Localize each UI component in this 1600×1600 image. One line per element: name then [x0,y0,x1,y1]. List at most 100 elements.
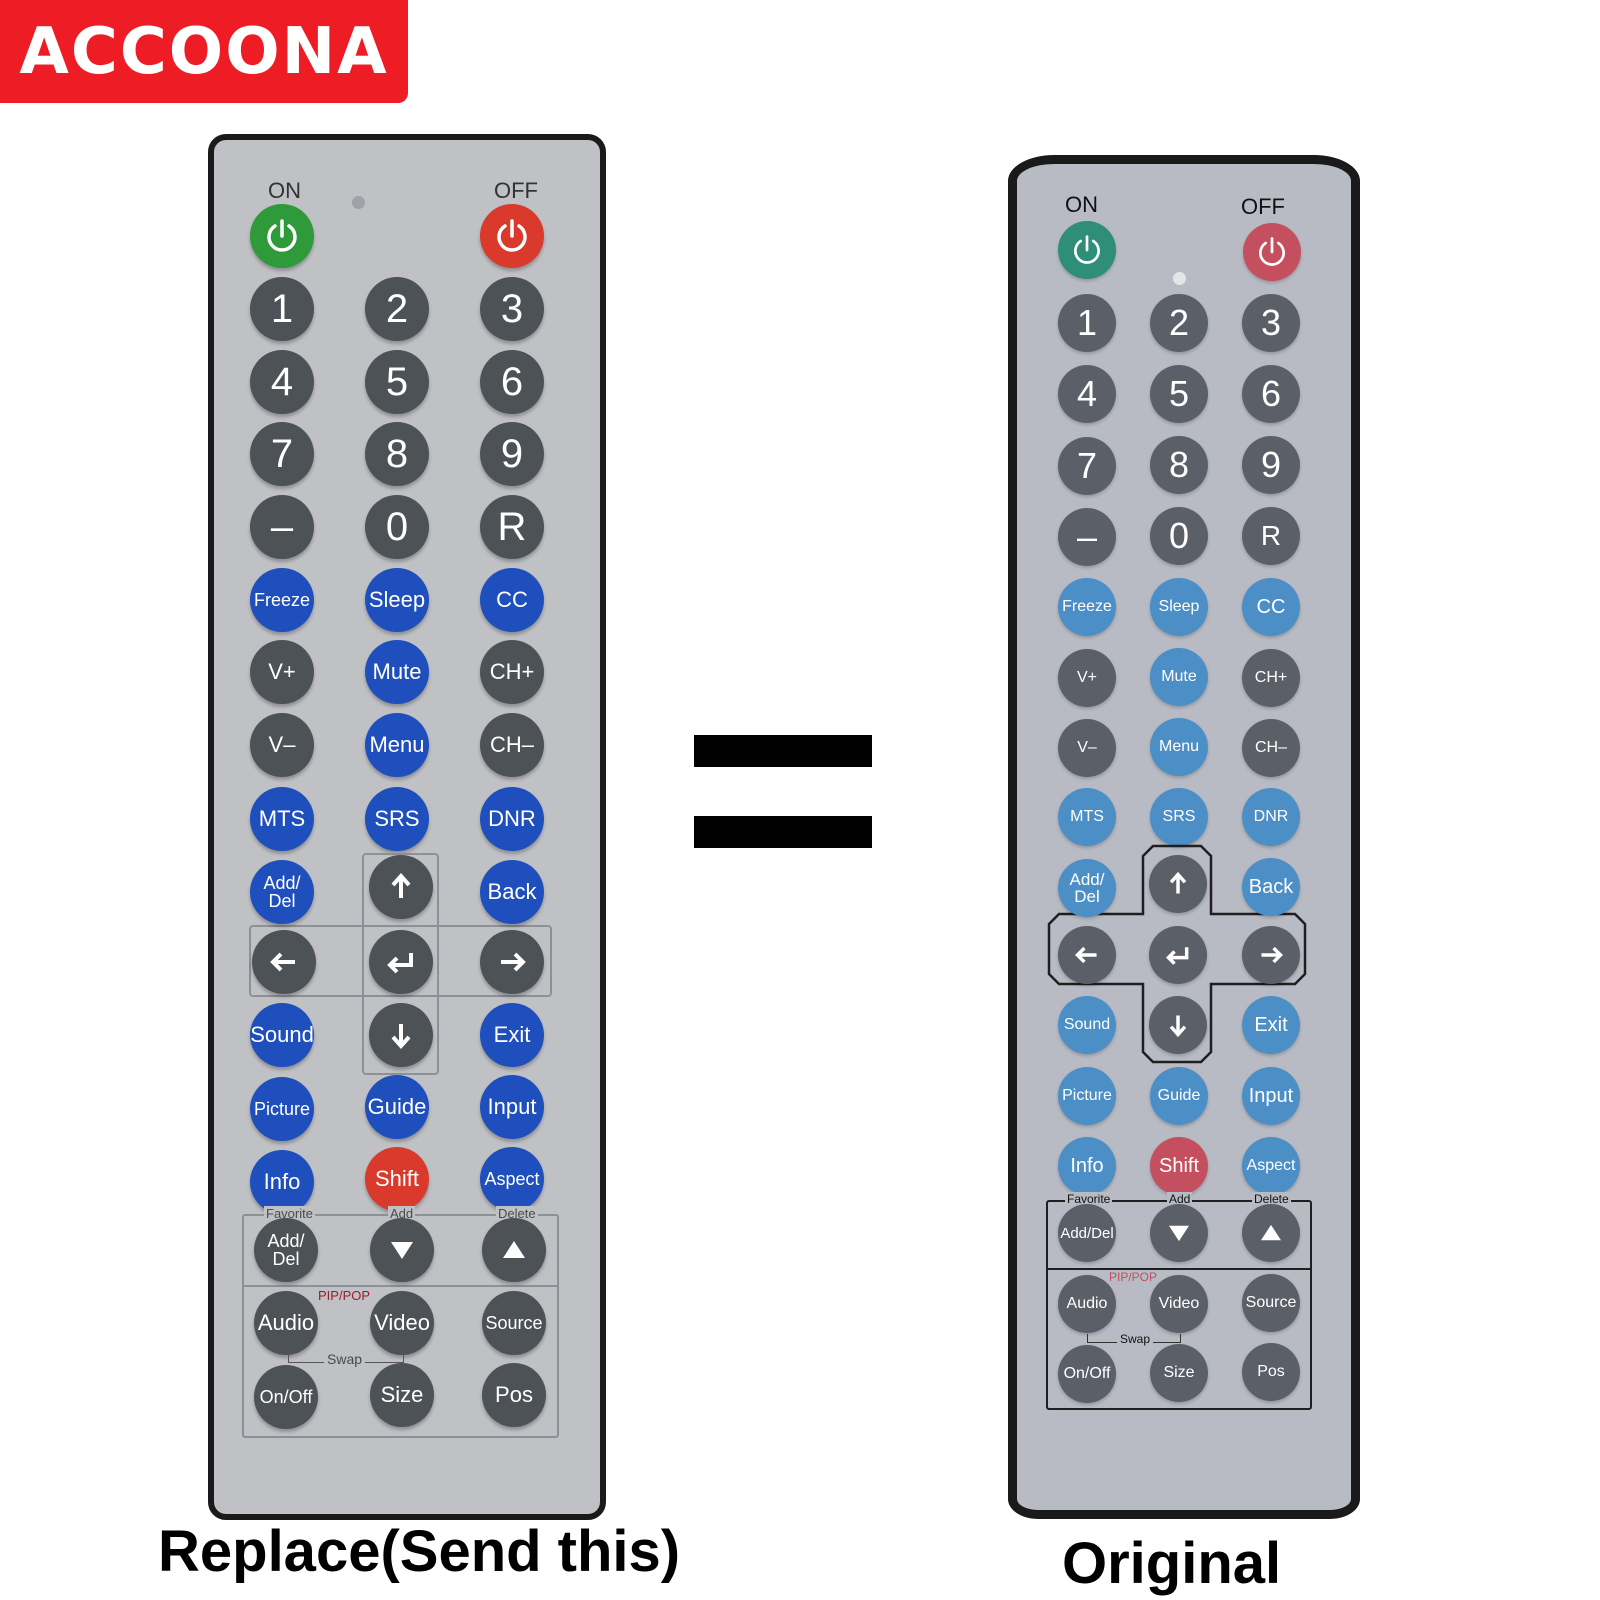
channel-up-button[interactable]: CH+ [1242,649,1300,707]
add-del-button[interactable]: Add/ Del [250,860,314,924]
exit-button[interactable]: Exit [1242,996,1300,1054]
pip-size-button[interactable]: Size [370,1363,434,1427]
down-button[interactable] [1149,996,1207,1054]
channel-up-button[interactable]: CH+ [480,640,544,704]
shift-button[interactable]: Shift [1150,1137,1208,1195]
digit-9-button[interactable]: 9 [480,422,544,486]
digit-3-button[interactable]: 3 [480,277,544,341]
freeze-button[interactable]: Freeze [250,568,314,632]
mts-button[interactable]: MTS [250,787,314,851]
recall-button[interactable]: R [1242,507,1300,565]
srs-button[interactable]: SRS [365,787,429,851]
favorite-add-button[interactable] [1150,1204,1208,1262]
guide-button[interactable]: Guide [365,1075,429,1139]
volume-up-button[interactable]: V+ [1058,649,1116,707]
add-del-button[interactable]: Add/ Del [1058,859,1116,917]
cc-button[interactable]: CC [1242,578,1300,636]
sound-button[interactable]: Sound [250,1003,314,1067]
info-button[interactable]: Info [250,1150,314,1214]
volume-down-button[interactable]: V– [1058,719,1116,777]
input-button[interactable]: Input [1242,1067,1300,1125]
freeze-button[interactable]: Freeze [1058,578,1116,636]
pip-onoff-button[interactable]: On/Off [1058,1345,1116,1403]
mute-button[interactable]: Mute [365,640,429,704]
pip-position-button[interactable]: Pos [482,1363,546,1427]
digit-6-button[interactable]: 6 [1242,365,1300,423]
picture-button[interactable]: Picture [250,1077,314,1141]
sleep-button[interactable]: Sleep [1150,578,1208,636]
digit-0-button[interactable]: 0 [365,495,429,559]
picture-button[interactable]: Picture [1058,1067,1116,1125]
aspect-button[interactable]: Aspect [480,1147,544,1211]
aspect-button[interactable]: Aspect [1242,1137,1300,1195]
pip-onoff-button[interactable]: On/Off [254,1365,318,1429]
digit-2-button[interactable]: 2 [365,277,429,341]
info-button[interactable]: Info [1058,1137,1116,1195]
right-button[interactable] [1242,926,1300,984]
digit-4-button[interactable]: 4 [250,350,314,414]
enter-button[interactable] [1149,926,1207,984]
digit-7-button[interactable]: 7 [250,422,314,486]
source-button[interactable]: Source [482,1291,546,1355]
cc-button[interactable]: CC [480,568,544,632]
right-button[interactable] [480,930,544,994]
mts-button[interactable]: MTS [1058,788,1116,846]
volume-up-button[interactable]: V+ [250,640,314,704]
digit-3-button[interactable]: 3 [1242,294,1300,352]
power-off-button[interactable] [1243,223,1301,281]
sleep-button[interactable]: Sleep [365,568,429,632]
sound-button[interactable]: Sound [1058,996,1116,1054]
exit-button[interactable]: Exit [480,1003,544,1067]
favorite-delete-button[interactable] [1242,1204,1300,1262]
menu-button[interactable]: Menu [1150,718,1208,776]
favorite-add-button[interactable] [370,1218,434,1282]
back-button[interactable]: Back [480,860,544,924]
enter-button[interactable] [369,930,433,994]
up-button[interactable] [1149,855,1207,913]
power-on-button[interactable] [1058,221,1116,279]
shift-button[interactable]: Shift [365,1147,429,1211]
digit-5-button[interactable]: 5 [365,350,429,414]
digit-5-button[interactable]: 5 [1150,365,1208,423]
channel-down-button[interactable]: CH– [1242,719,1300,777]
digit-1-button[interactable]: 1 [1058,294,1116,352]
recall-button[interactable]: R [480,495,544,559]
input-button[interactable]: Input [480,1075,544,1139]
left-button[interactable] [252,930,316,994]
guide-button[interactable]: Guide [1150,1067,1208,1125]
up-button[interactable] [369,855,433,919]
pip-size-button[interactable]: Size [1150,1344,1208,1402]
pip-position-button[interactable]: Pos [1242,1343,1300,1401]
dnr-button[interactable]: DNR [1242,788,1300,846]
srs-button[interactable]: SRS [1150,788,1208,846]
left-button[interactable] [1058,926,1116,984]
favorite-add-del-button[interactable]: Add/ Del [254,1218,318,1282]
power-on-button[interactable] [250,204,314,268]
digit-7-button[interactable]: 7 [1058,437,1116,495]
volume-down-button[interactable]: V– [250,713,314,777]
channel-down-button[interactable]: CH– [480,713,544,777]
dash-button[interactable]: – [250,495,314,559]
digit-8-button[interactable]: 8 [365,422,429,486]
digit-2-button[interactable]: 2 [1150,294,1208,352]
audio-button[interactable]: Audio [254,1291,318,1355]
video-button[interactable]: Video [1150,1275,1208,1333]
favorite-delete-button[interactable] [482,1218,546,1282]
back-button[interactable]: Back [1242,858,1300,916]
video-button[interactable]: Video [370,1291,434,1355]
audio-button[interactable]: Audio [1058,1275,1116,1333]
digit-0-button[interactable]: 0 [1150,507,1208,565]
digit-4-button[interactable]: 4 [1058,365,1116,423]
mute-button[interactable]: Mute [1150,648,1208,706]
dash-button[interactable]: – [1058,508,1116,566]
menu-button[interactable]: Menu [365,713,429,777]
source-button[interactable]: Source [1242,1274,1300,1332]
digit-6-button[interactable]: 6 [480,350,544,414]
digit-9-button[interactable]: 9 [1242,436,1300,494]
digit-1-button[interactable]: 1 [250,277,314,341]
digit-8-button[interactable]: 8 [1150,436,1208,494]
down-button[interactable] [369,1003,433,1067]
dnr-button[interactable]: DNR [480,787,544,851]
power-off-button[interactable] [480,204,544,268]
favorite-add-del-button[interactable]: Add/Del [1058,1204,1116,1262]
